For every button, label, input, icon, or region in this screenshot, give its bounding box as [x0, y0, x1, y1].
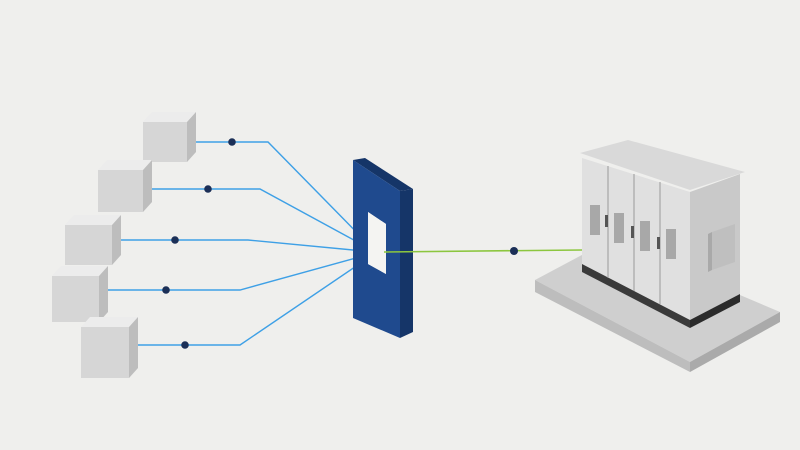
input-line-4: [108, 252, 375, 291]
node-dots: [162, 138, 518, 349]
cube-top: [52, 266, 108, 276]
cube-front: [143, 122, 187, 162]
output-line: [383, 249, 583, 253]
node-dot-output: [510, 247, 518, 255]
plinth-front: [535, 280, 690, 372]
hub-frame-top: [353, 158, 413, 191]
destination-cabinet: [535, 140, 780, 372]
plinth-side: [690, 312, 780, 372]
input-line-3: [121, 239, 375, 253]
hub-window-inner: [368, 212, 386, 274]
cube-front: [52, 276, 99, 322]
vent-grilles: [590, 205, 676, 259]
door-handle-3: [657, 237, 660, 249]
side-cooling-unit-edge: [708, 232, 712, 272]
source-cube-1: [143, 112, 196, 162]
source-cube-2: [98, 160, 152, 212]
node-dot-5: [181, 341, 189, 349]
cube-front: [81, 327, 129, 378]
input-lines: [108, 141, 375, 346]
node-dot-3: [171, 236, 179, 244]
input-line-1: [196, 141, 375, 251]
cube-side: [129, 317, 138, 378]
cube-side: [112, 215, 121, 265]
cabinet-roof: [580, 140, 745, 190]
hub-frame: [353, 158, 413, 338]
input-line-5: [138, 253, 375, 346]
hub-frame-front: [353, 160, 400, 338]
input-line-2: [152, 188, 375, 252]
hub-frame-side: [400, 189, 413, 338]
cube-top: [143, 112, 196, 122]
cube-side: [99, 266, 108, 322]
cube-side: [187, 112, 196, 162]
cube-side: [143, 160, 152, 212]
side-cooling-unit: [712, 224, 735, 270]
source-cube-5: [81, 317, 138, 378]
cube-top: [65, 215, 121, 225]
cabinet-base-strip: [582, 262, 690, 328]
cube-front: [65, 225, 112, 265]
cube-front: [98, 170, 143, 212]
cube-top: [81, 317, 138, 327]
source-cube-3: [65, 215, 121, 265]
door-handle-1: [605, 215, 608, 227]
cube-top: [98, 160, 152, 170]
node-dot-2: [204, 185, 212, 193]
source-cube-4: [52, 266, 108, 322]
cabinet-base-strip-side: [690, 292, 740, 328]
node-dot-1: [228, 138, 236, 146]
node-dot-4: [162, 286, 170, 294]
cabinet-front: [582, 158, 690, 320]
door-handle-2: [631, 226, 634, 238]
